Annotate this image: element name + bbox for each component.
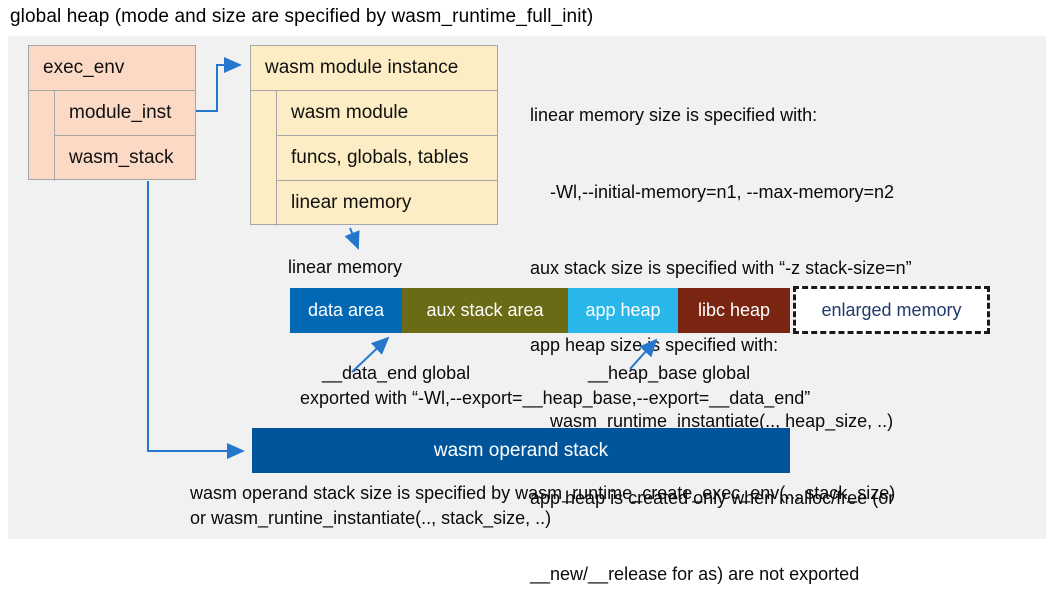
wasm-operand-stack-bar: wasm operand stack (252, 428, 790, 473)
segment-libc-heap: libc heap (678, 288, 790, 333)
heap-base-global-label: __heap_base global (588, 363, 751, 383)
instance-row-linear-memory: linear memory (276, 181, 497, 226)
note-line: app heap is created only when malloc/fre… (530, 487, 895, 508)
segment-app-heap: app heap (568, 288, 678, 333)
note-line: wasm_runtime_instantiate(.., heap_size, … (530, 411, 894, 431)
instance-row-wasm-module: wasm module (276, 91, 497, 136)
instance-row-funcs-globals-tables: funcs, globals, tables (276, 136, 497, 181)
page-title: global heap (mode and size are specified… (10, 6, 594, 27)
exec-env-header: exec_env (29, 46, 195, 91)
footer-notes: wasm operand stack size is specified by … (190, 481, 1050, 531)
note-line: linear memory size is specified with: (530, 105, 818, 125)
wasm-module-instance-box: wasm module instance wasm module funcs, … (250, 45, 498, 226)
note-line: __new/__release for as) are not exported (530, 564, 860, 584)
linear-memory-label: linear memory (288, 257, 403, 277)
exec-env-row-wasm-stack: wasm_stack (54, 136, 195, 181)
segment-enlarged-memory: enlarged memory (793, 286, 990, 334)
footer-line: or wasm_runtine_instantiate(.., stack_si… (190, 508, 552, 528)
memory-size-notes: linear memory size is specified with: -W… (530, 52, 1042, 613)
data-end-global-label: __data_end global (322, 363, 471, 383)
note-line: aux stack size is specified with “-z sta… (530, 258, 912, 278)
segment-aux-stack-area: aux stack area (402, 288, 568, 333)
segment-data-area: data area (290, 288, 402, 333)
exec-env-row-module-inst: module_inst (54, 91, 195, 136)
exec-env-box: exec_env module_inst wasm_stack (28, 45, 196, 181)
footer-line: wasm operand stack size is specified by … (190, 483, 896, 503)
note-line: -Wl,--initial-memory=n1, --max-memory=n2 (530, 181, 895, 202)
note-line: app heap size is specified with: (530, 334, 779, 355)
exported-with-label: exported with “-Wl,--export=__heap_base,… (300, 388, 811, 408)
module-instance-header: wasm module instance (251, 46, 497, 91)
